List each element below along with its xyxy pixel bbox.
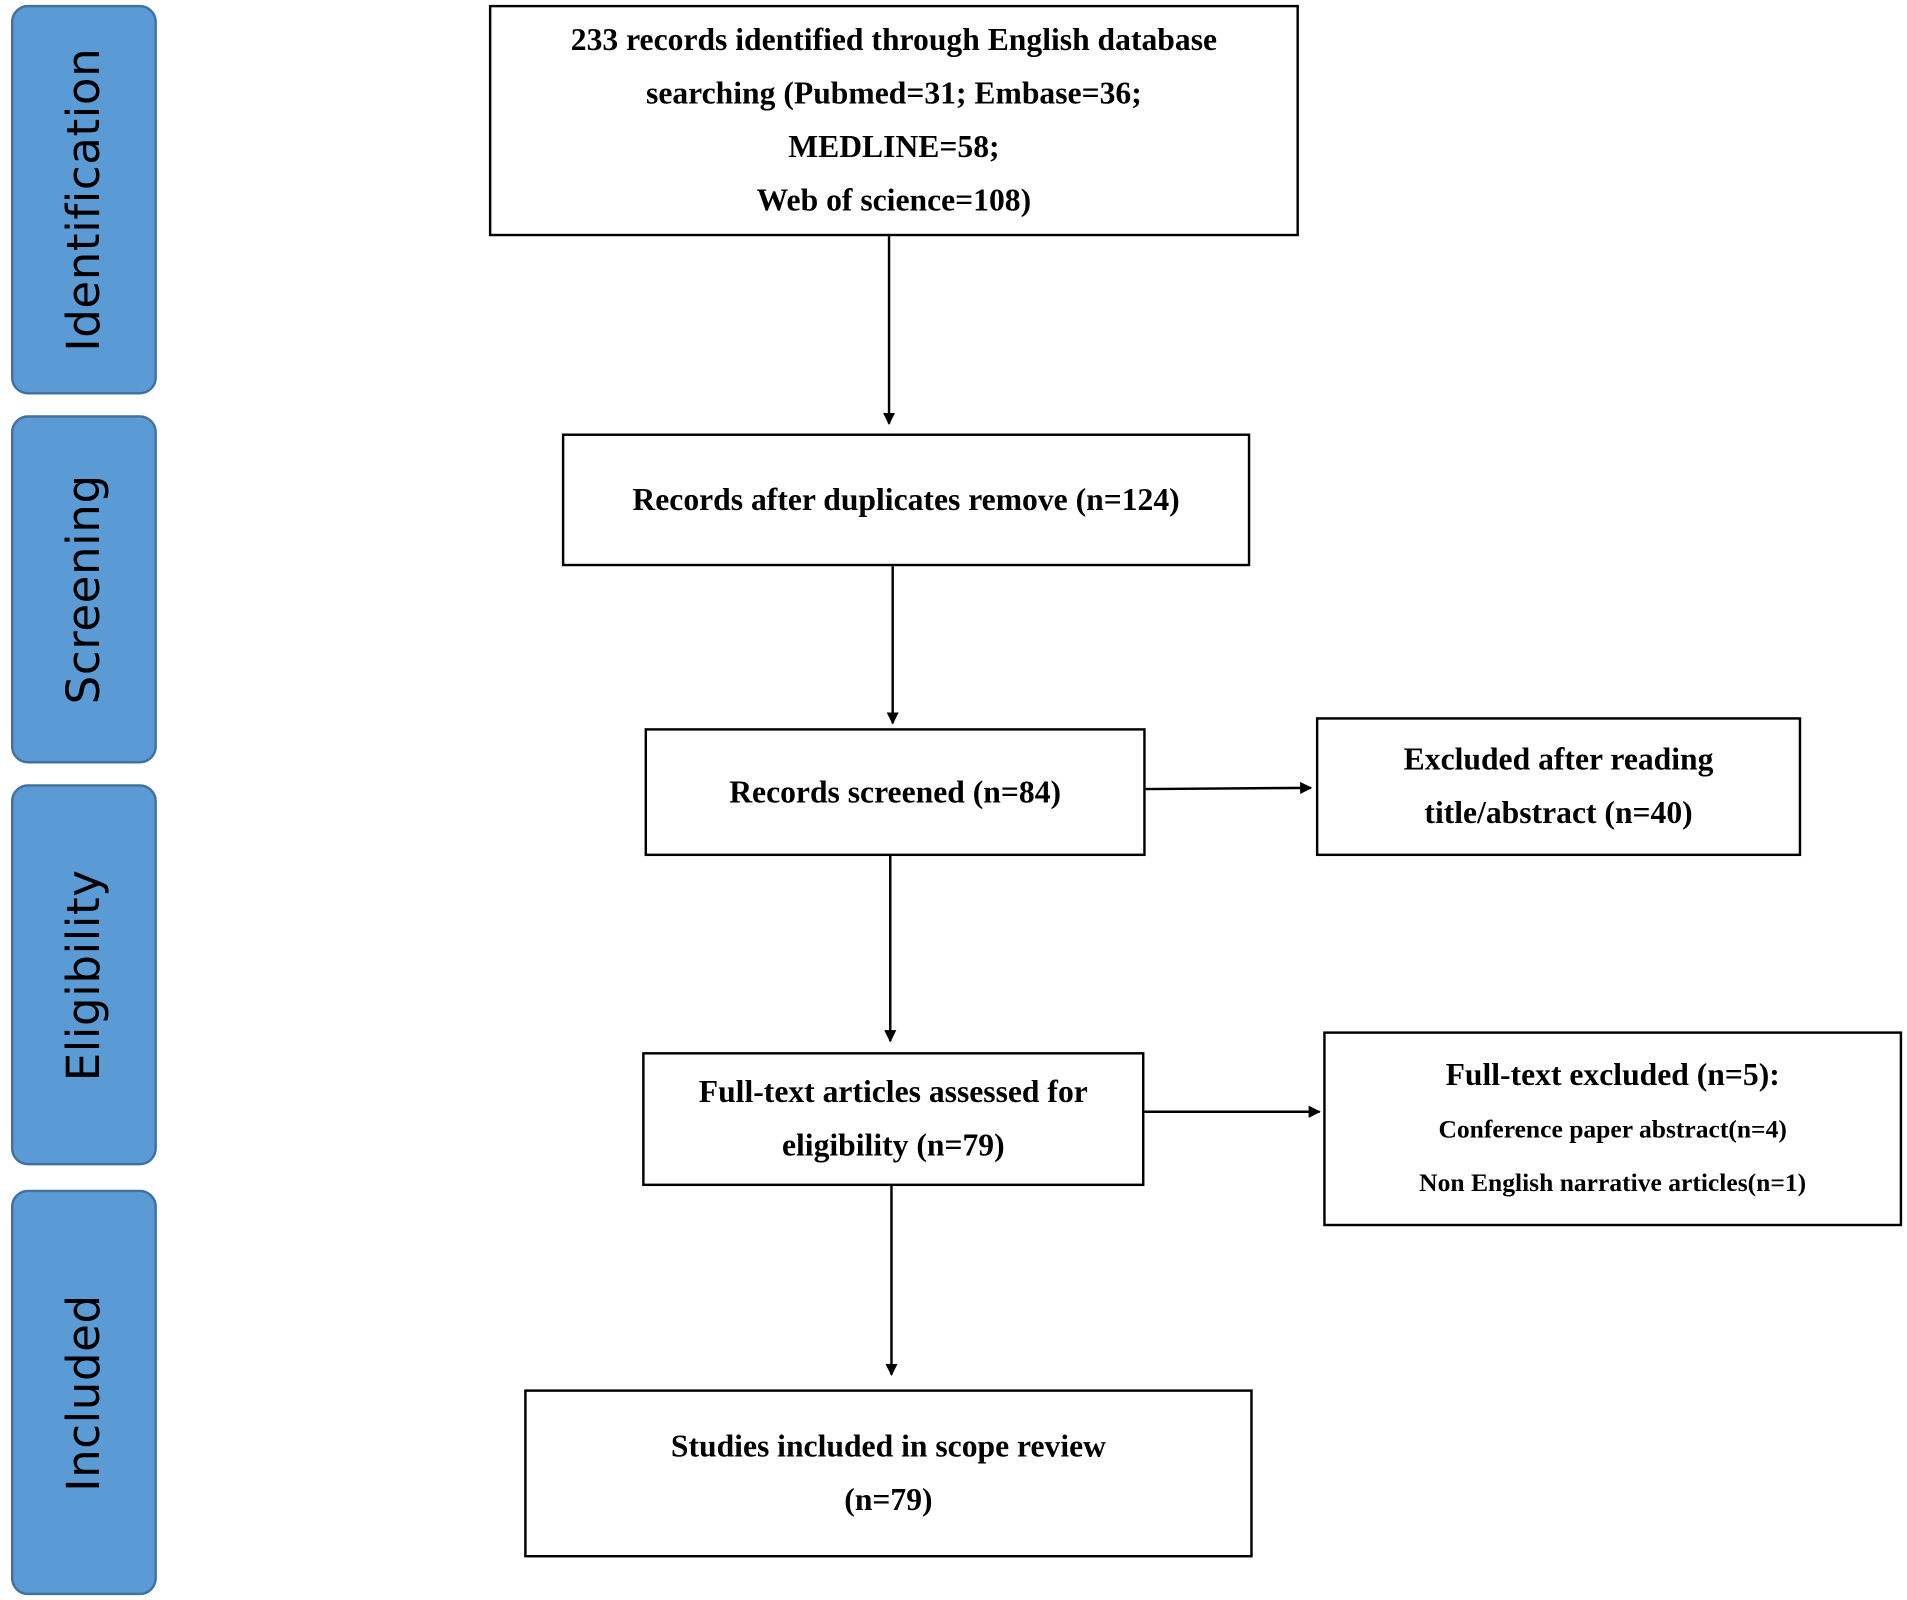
excluded-title-abstract-line: title/abstract (n=40) bbox=[1424, 795, 1693, 831]
full-text-excluded-title: Full-text excluded (n=5): bbox=[1445, 1056, 1780, 1093]
full-text-excluded-reason: Conference paper abstract(n=4) bbox=[1438, 1114, 1787, 1144]
records-identified-box: 233 records identified through English d… bbox=[488, 4, 1299, 237]
phase-screening: Screening bbox=[10, 415, 157, 764]
records-identified-line: MEDLINE=58; bbox=[788, 129, 1000, 165]
full-text-assessed-line: Full-text articles assessed for bbox=[698, 1074, 1088, 1110]
studies-included-box: Studies included in scope review (n=79) bbox=[524, 1389, 1253, 1558]
records-identified-line: 233 records identified through English d… bbox=[570, 21, 1218, 58]
records-identified-line: searching (Pubmed=31; Embase=36; bbox=[646, 75, 1142, 111]
duplicates-removed-line: Records after duplicates remove (n=124) bbox=[632, 481, 1180, 517]
phase-included: Included bbox=[10, 1189, 157, 1596]
arrow-screened-to-excluded bbox=[1145, 781, 1313, 795]
studies-included-line: (n=79) bbox=[844, 1481, 933, 1518]
studies-included-line: Studies included in scope review bbox=[670, 1428, 1107, 1464]
records-screened-line: Records screened (n=84) bbox=[729, 773, 1062, 810]
duplicates-removed-box: Records after duplicates remove (n=124) bbox=[561, 433, 1251, 567]
full-text-excluded-box: Full-text excluded (n=5): Conference pap… bbox=[1323, 1031, 1903, 1227]
full-text-assessed-box: Full-text articles assessed for eligibil… bbox=[642, 1052, 1145, 1187]
excluded-title-abstract-line: Excluded after reading bbox=[1403, 741, 1714, 777]
full-text-excluded-reason: Non English narrative articles(n=1) bbox=[1419, 1167, 1807, 1197]
records-identified-line: Web of science=108) bbox=[756, 182, 1032, 218]
excluded-title-abstract-box: Excluded after reading title/abstract (n… bbox=[1315, 717, 1802, 857]
records-screened-box: Records screened (n=84) bbox=[644, 728, 1146, 857]
full-text-assessed-line: eligibility (n=79) bbox=[781, 1127, 1005, 1163]
phase-identification: Identification bbox=[10, 4, 157, 395]
phase-eligibility: Eligibility bbox=[10, 784, 157, 1166]
